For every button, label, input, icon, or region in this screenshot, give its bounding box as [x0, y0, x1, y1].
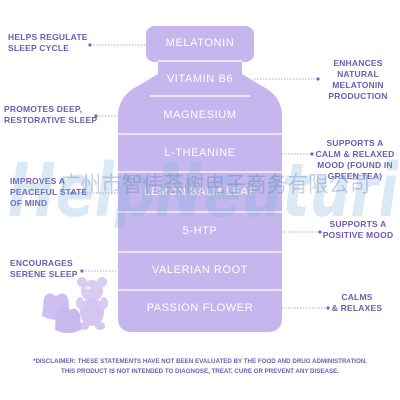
band-valerian-root: VALERIAN ROOT	[151, 264, 249, 276]
band-passion-flower: PASSION FLOWER	[146, 302, 254, 314]
band-l-theanine: L-THEANINE	[164, 147, 236, 159]
band-lemon-balm-leaf: LEMON BALM LEAF	[144, 186, 256, 198]
note-calm-relaxed-mood: SUPPORTS A CALM & RELAXED MOOD (FOUND IN…	[315, 138, 395, 181]
bottle-body	[118, 74, 282, 332]
band-separators	[118, 60, 282, 291]
gummy-bears-image	[42, 277, 108, 333]
note-helps-regulate-sleep-cycle: HELPS REGULATE SLEEP CYCLE	[8, 32, 88, 53]
note-promotes-deep-sleep: PROMOTES DEEP, RESTORATIVE SLEEP	[4, 104, 98, 125]
band-vitamin-b6: VITAMIN B6	[166, 73, 234, 85]
note-enhances-melatonin-production: ENHANCES NATURAL MELATONIN PRODUCTION	[328, 58, 388, 101]
note-positive-mood: SUPPORTS A POSITIVE MOOD	[322, 219, 394, 240]
note-calms-relaxes: CALMS & RELAXES	[331, 292, 383, 313]
note-peaceful-state-of-mind: IMPROVES A PEACEFUL STATE OF MIND	[10, 176, 88, 208]
disclaimer-line-1: *DISCLAIMER: THESE STATEMENTS HAVE NOT B…	[33, 358, 367, 365]
bottle-cap	[146, 26, 254, 62]
connector-lines	[72, 44, 328, 309]
disclaimer-line-2: THIS PRODUCT IS NOT INTENDED TO DIAGNOSE…	[61, 368, 339, 375]
band-5-htp: 5-HTP	[182, 225, 218, 237]
band-magnesium: MAGNESIUM	[163, 109, 237, 121]
connector-dots	[70, 43, 330, 310]
band-melatonin: MELATONIN	[165, 37, 235, 49]
note-encourages-serene-sleep: ENCOURAGES SERENE SLEEP	[10, 258, 78, 279]
bottle-neck	[158, 60, 242, 74]
